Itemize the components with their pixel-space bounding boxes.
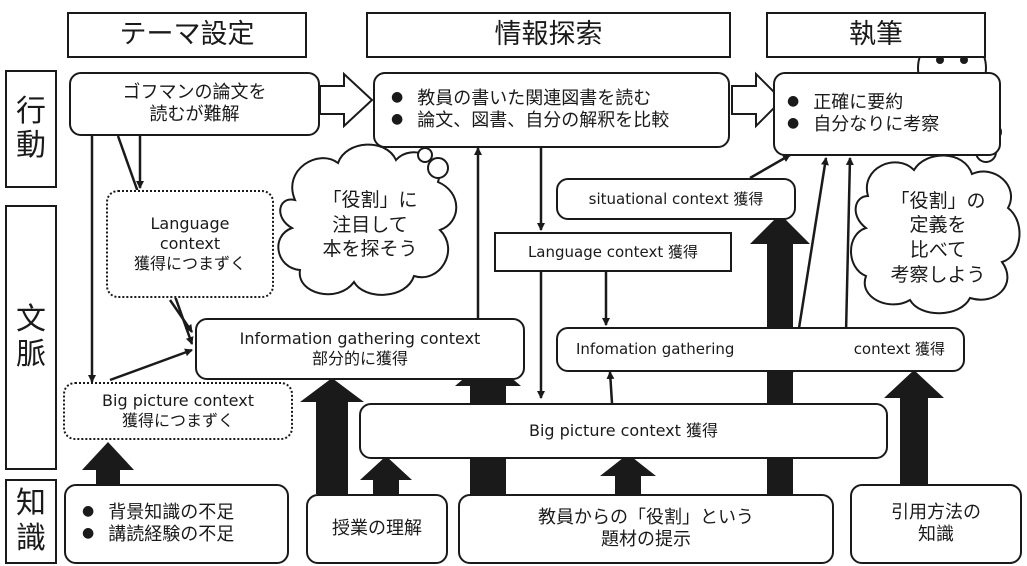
info-gathering-partial-box: Information gathering context 部分的に獲得: [195, 318, 525, 380]
hollow-arrow-search-to-writing: [731, 71, 784, 129]
language-context-stuck-box: Language context 獲得につまずく: [106, 190, 274, 298]
action-theme-box: ゴフマンの論文を 読むが難解: [69, 72, 320, 136]
situational-context-box: situational context 獲得: [556, 178, 796, 220]
knowledge-citation-box: 引用方法の 知識: [850, 484, 1022, 564]
knowledge-class-label: 授業の理解: [332, 517, 422, 539]
knowledge-class-box: 授業の理解: [306, 494, 448, 564]
action-search-item: 教員の書いた関連図書を読む: [391, 88, 651, 111]
situational-context-label: situational context 獲得: [588, 189, 764, 208]
arrow-bigpicture-to-infogathering: [606, 371, 615, 404]
knowledge-lack-item: 背景知識の不足: [82, 502, 234, 525]
arrow-bigpicture-to-writing-b: [844, 157, 854, 334]
knowledge-topic-box: 教員からの「役割」という 題材の提示: [458, 494, 834, 564]
action-search-item: 論文、図書、自分の解釈を比較: [391, 110, 669, 133]
thought-text-search: 「役割」に 注目して 本を探そう: [322, 188, 418, 261]
info-gathering-left-label: Infomation gathering: [576, 340, 735, 359]
action-writing-item: 自分なりに考察: [787, 114, 939, 137]
column-header-search-label: 情報探索: [494, 19, 603, 51]
big-picture-acquired-label: Big picture context 獲得: [528, 421, 719, 440]
thought-cloud-left: [277, 143, 458, 296]
arrow-language-to-info: [168, 299, 194, 333]
knowledge-lack-box: 背景知識の不足 講読経験の不足: [64, 484, 289, 564]
column-header-writing-label: 執筆: [849, 19, 903, 51]
block-arrow-class-to-bigpicture: [360, 456, 412, 494]
block-arrow-topic-to-bigpicture: [600, 454, 656, 494]
arrow-bigpicture-to-info: [109, 348, 193, 382]
row-header-context: 文 脈: [5, 205, 57, 470]
column-header-theme-label: テーマ設定: [119, 19, 255, 51]
thought-text-writing: 「役割」の 定義を 比べて 考察しよう: [890, 189, 986, 286]
action-writing-item: 正確に要約: [787, 92, 903, 115]
knowledge-lack-item: 講読経験の不足: [82, 524, 234, 547]
column-header-search: 情報探索: [366, 12, 731, 58]
block-arrow-class-to-info: [300, 378, 364, 494]
row-header-knowledge: 知 識: [5, 479, 57, 564]
row-header-action: 行 動: [5, 70, 57, 188]
arrow-situational-to-writing: [749, 153, 791, 180]
language-context-acquired-label: Language context 獲得: [527, 242, 699, 261]
info-gathering-right-label: context 獲得: [853, 340, 945, 359]
block-arrow-citation-to-infogathering: [884, 370, 944, 484]
language-context-acquired-box: Language context 獲得: [494, 232, 732, 272]
action-writing-box: 正確に要約 自分なりに考察: [773, 72, 1001, 156]
block-arrow-lack-to-bigpicture: [82, 442, 134, 484]
action-search-box: 教員の書いた関連図書を読む 論文、図書、自分の解釈を比較: [373, 72, 730, 148]
info-gathering-acquired-box: Infomation gathering context 獲得: [556, 327, 965, 372]
hollow-arrow-theme-to-search: [319, 71, 374, 129]
big-picture-stuck-box: Big picture context 獲得につまずく: [63, 382, 293, 440]
big-picture-acquired-box: Big picture context 獲得: [359, 403, 888, 459]
column-header-theme: テーマ設定: [67, 12, 307, 58]
column-header-writing: 執筆: [766, 12, 986, 58]
